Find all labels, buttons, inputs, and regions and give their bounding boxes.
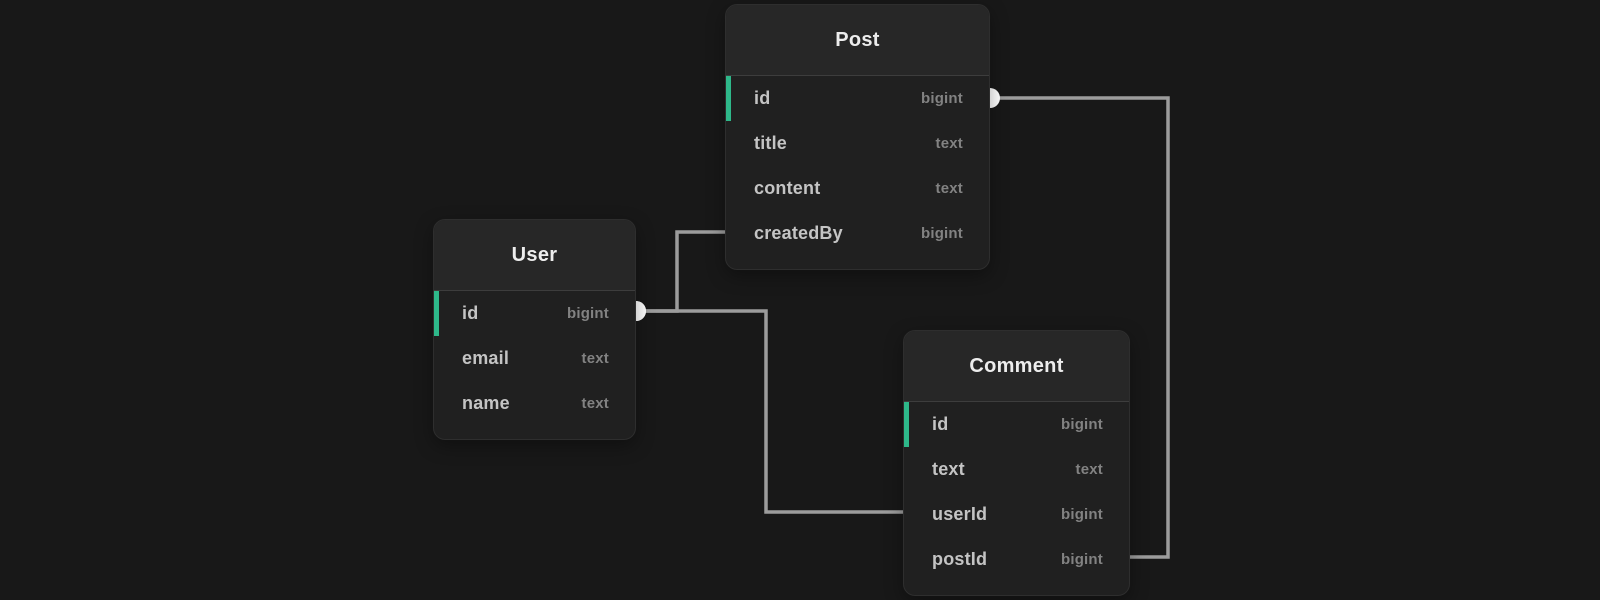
field-type: bigint — [920, 90, 963, 107]
field-type: text — [1075, 461, 1103, 478]
field-name: id — [462, 303, 479, 323]
primary-key-accent — [434, 291, 439, 336]
field-name: userId — [932, 504, 988, 524]
field-row-comment-id[interactable]: id bigint — [904, 402, 1129, 447]
field-type: bigint — [1060, 416, 1103, 433]
field-row-user-name[interactable]: name text — [434, 381, 635, 426]
table-header[interactable]: Comment — [904, 331, 1129, 402]
field-name: postId — [932, 549, 988, 569]
primary-key-accent — [904, 402, 909, 447]
field-row-comment-userid[interactable]: userId bigint — [904, 492, 1129, 537]
field-row-post-content[interactable]: content text — [726, 166, 989, 211]
field-row-user-id[interactable]: id bigint — [434, 291, 635, 336]
field-row-comment-postid[interactable]: postId bigint — [904, 537, 1129, 582]
field-name: title — [754, 133, 788, 153]
field-type: text — [581, 350, 609, 367]
connector-dot-user-id-to-comment-userid[interactable] — [636, 301, 646, 321]
field-type: text — [935, 135, 963, 152]
primary-key-accent — [726, 76, 731, 121]
field-name: email — [462, 348, 510, 368]
field-row-post-id[interactable]: id bigint — [726, 76, 989, 121]
table-header[interactable]: Post — [726, 5, 989, 76]
field-row-post-title[interactable]: title text — [726, 121, 989, 166]
connector-dot-post-id-to-comment-postid[interactable] — [990, 88, 1000, 108]
table-title: Comment — [969, 354, 1064, 377]
table-card-post[interactable]: Post id bigint title text content text c… — [725, 4, 990, 270]
field-row-post-createdby[interactable]: createdBy bigint — [726, 211, 989, 256]
field-type: bigint — [1060, 551, 1103, 568]
field-name: id — [754, 88, 771, 108]
field-type: bigint — [566, 305, 609, 322]
relationship-line-user-id-to-comment-userid[interactable] — [636, 309, 903, 514]
field-type: text — [581, 395, 609, 412]
field-name: createdBy — [754, 223, 843, 243]
field-name: content — [754, 178, 821, 198]
table-fields: id bigint title text content text create… — [726, 76, 989, 269]
field-name: text — [932, 459, 965, 479]
relationship-line-post-id-to-comment-postid[interactable] — [990, 96, 1170, 559]
field-row-user-email[interactable]: email text — [434, 336, 635, 381]
table-title: User — [511, 243, 558, 266]
table-title: Post — [835, 28, 880, 51]
field-type: bigint — [920, 225, 963, 242]
field-row-comment-text[interactable]: text text — [904, 447, 1129, 492]
table-card-comment[interactable]: Comment id bigint text text userId bigin… — [903, 330, 1130, 596]
relationship-line-user-id-to-post-createdby[interactable] — [636, 230, 725, 313]
table-fields: id bigint text text userId bigint postId… — [904, 402, 1129, 595]
field-type: text — [935, 180, 963, 197]
field-type: bigint — [1060, 506, 1103, 523]
table-card-user[interactable]: User id bigint email text name text — [433, 219, 636, 440]
table-header[interactable]: User — [434, 220, 635, 291]
field-name: name — [462, 393, 510, 413]
table-fields: id bigint email text name text — [434, 291, 635, 439]
field-name: id — [932, 414, 949, 434]
